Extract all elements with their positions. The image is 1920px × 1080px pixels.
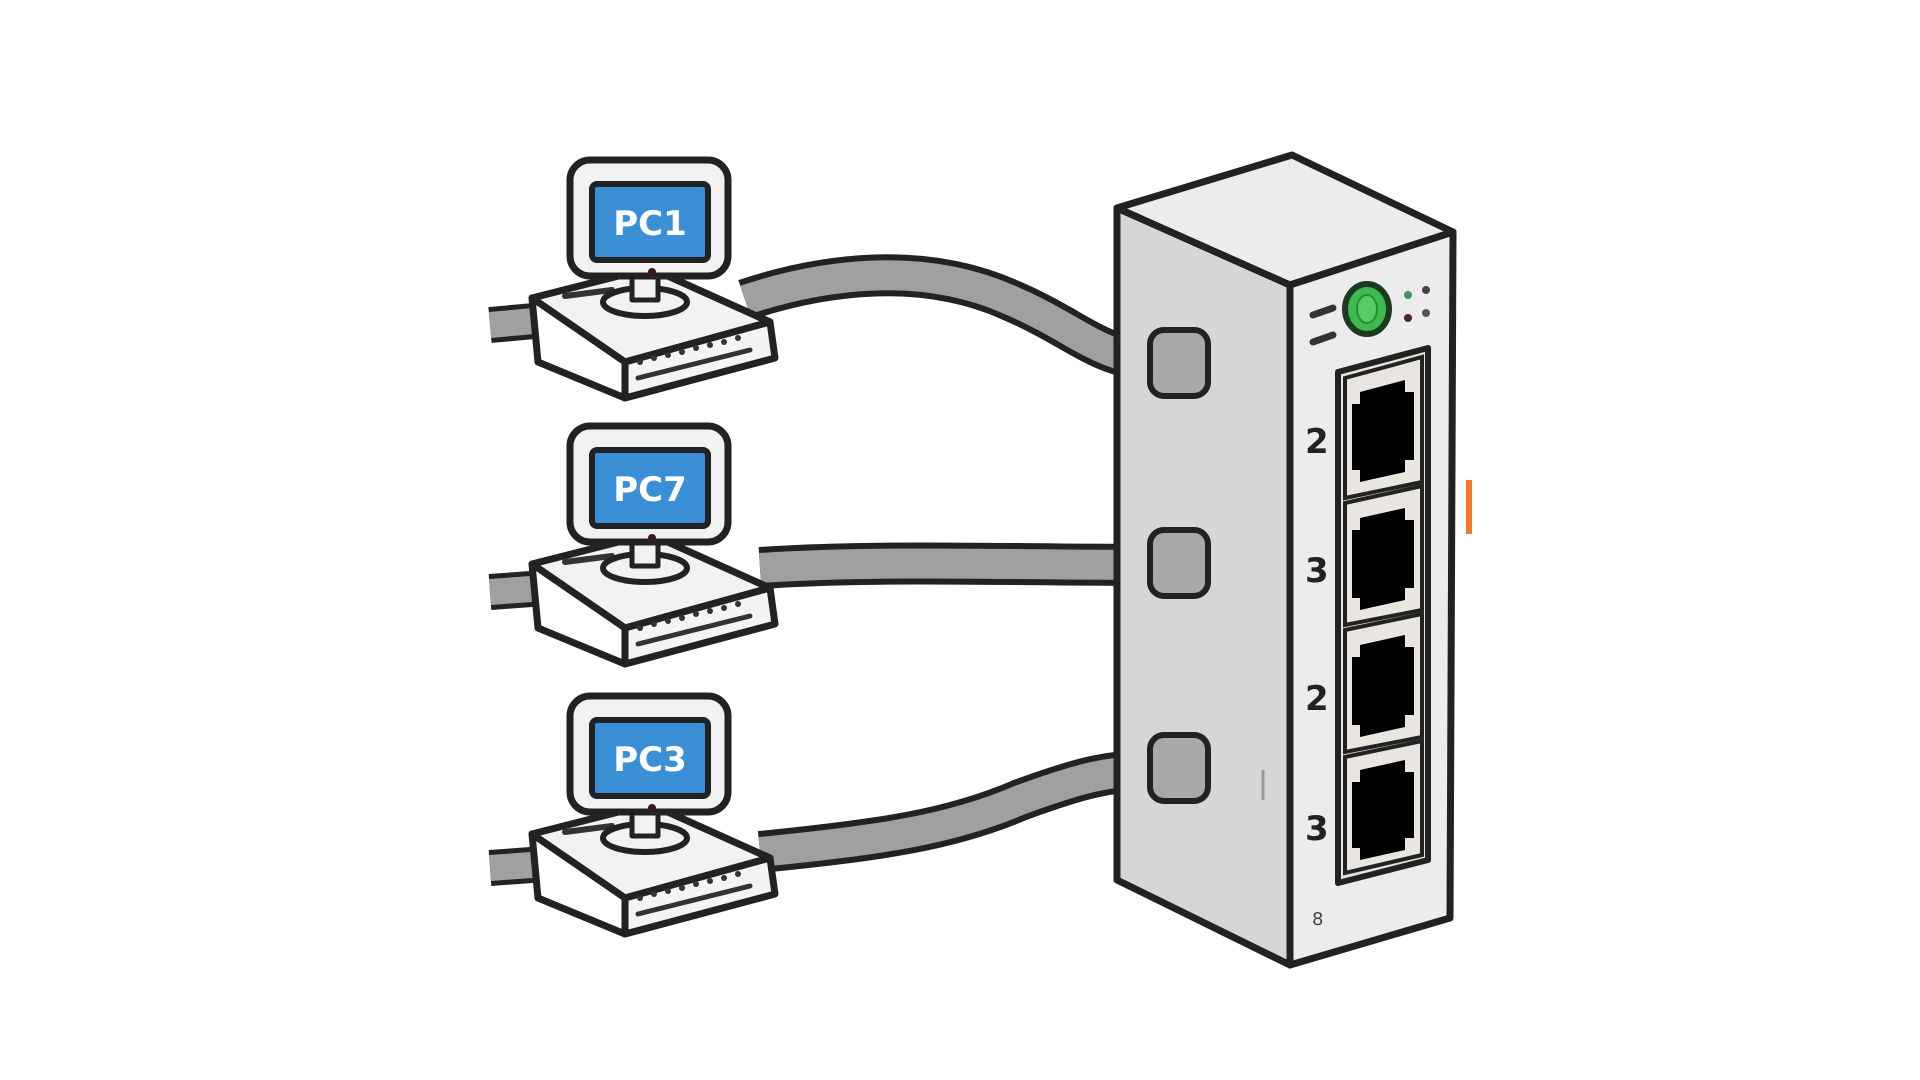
pc-label: PC1 [613,204,687,244]
computer-pc7[interactable]: PC7 [528,422,779,668]
status-led-4 [1422,309,1430,317]
pc-screen [589,447,711,529]
status-led-3 [1404,314,1412,322]
switch-side-jack-2 [1147,527,1211,599]
pc-power-dot [648,534,656,542]
pc-label: PC3 [613,740,687,780]
switch-side-jack-3 [1147,732,1211,804]
switch-side-jack-1 [1147,327,1211,399]
network-switch[interactable]: 2 3 2 3 8 [1113,151,1457,969]
power-led-icon[interactable] [1342,281,1392,337]
pc-keyboard [562,823,615,835]
cable-pc7-to-switch [758,542,1161,589]
ethernet-port-3[interactable] [1343,611,1424,755]
status-led-1 [1404,291,1412,299]
pc-label: PC7 [613,470,687,510]
cable-pc3-to-switch [757,749,1161,873]
port-label-3: 2 [1305,679,1329,719]
pc-power-dot [648,804,656,812]
cables [488,254,1161,886]
accent-mark [1466,480,1472,534]
port-label-4: 3 [1305,809,1329,849]
ethernet-port-1[interactable] [1343,354,1424,501]
pc-screen [589,181,711,263]
port-label-1: 2 [1305,422,1329,462]
pc-screen [589,717,711,799]
ethernet-port-2[interactable] [1343,483,1424,628]
ethernet-port-4[interactable] [1343,738,1424,876]
pc-keyboard [562,553,615,565]
pc-power-dot [648,268,656,276]
computer-pc1[interactable]: PC1 [528,156,779,402]
pc-keyboard [562,287,615,299]
pc-base-vents [635,871,753,917]
vent-line-1 [1309,304,1337,319]
pc-base-vents [635,601,753,647]
vent-line-2 [1309,331,1337,346]
switch-bottom-mark: 8 [1312,909,1323,930]
port-label-2: 3 [1305,551,1329,591]
computer-pc3[interactable]: PC3 [528,692,779,938]
status-led-2 [1422,286,1430,294]
cable-pc1-to-switch [738,254,1161,381]
pc-base-vents [635,335,753,381]
